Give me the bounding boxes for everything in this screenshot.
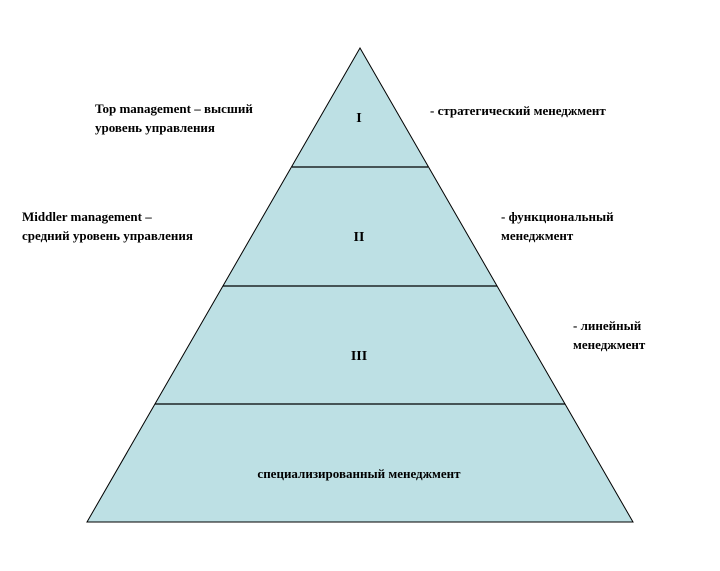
- strategic-management-label: - стратегический менеджмент: [430, 101, 606, 120]
- level-label-base: специализированный менеджмент: [257, 466, 461, 481]
- middle-management-label: Middler management – средний уровень упр…: [22, 207, 193, 245]
- middle-management-line1: Middler management –: [22, 209, 152, 224]
- linear-management-label: - линейный менеджмент: [573, 316, 645, 354]
- top-management-label: Top management – высший уровень управлен…: [95, 99, 253, 137]
- level-label-2: II: [354, 230, 365, 245]
- functional-management-line2: менеджмент: [501, 228, 574, 243]
- level-label-1: I: [356, 111, 361, 126]
- strategic-management-line1: - стратегический менеджмент: [430, 103, 606, 118]
- functional-management-label: - функциональный менеджмент: [501, 207, 614, 245]
- linear-management-line2: менеджмент: [573, 337, 646, 352]
- top-management-line1: Top management – высший: [95, 101, 253, 116]
- level-label-3: III: [351, 349, 367, 364]
- top-management-line2: уровень управления: [95, 120, 215, 135]
- linear-management-line1: - линейный: [573, 318, 642, 333]
- functional-management-line1: - функциональный: [501, 209, 614, 224]
- middle-management-line2: средний уровень управления: [22, 228, 193, 243]
